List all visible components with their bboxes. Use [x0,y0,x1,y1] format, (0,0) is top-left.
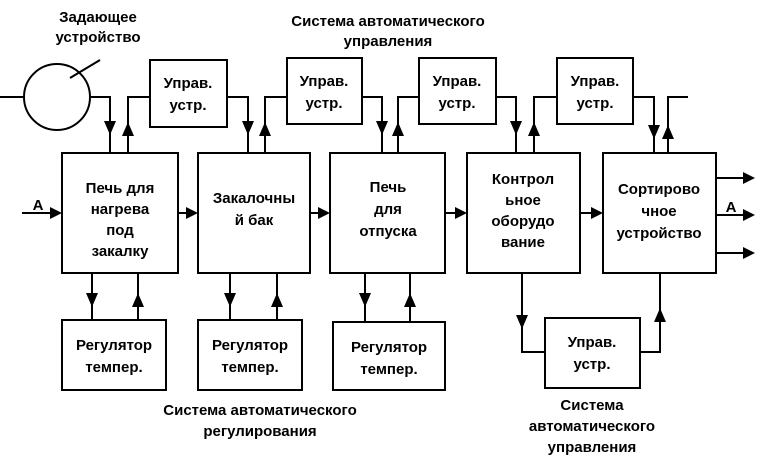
block-label: закалку [92,243,149,260]
control-device-label: устр. [439,95,476,112]
block-label: устройство [616,225,701,242]
auto-control-bottom-2: автоматического [529,418,655,435]
block-label: Печь [370,179,407,196]
control-device-2: Управ. устр. [286,57,363,125]
regulator-1: Регулятор темпер. [61,319,167,391]
regulator-label: темпер. [221,359,278,376]
master-device-label-1: Задающее [59,9,137,26]
control-device-label: устр. [574,356,611,373]
auto-control-top-2: управления [344,33,433,50]
block-label: отпуска [359,223,417,240]
block-label: Закалочны [213,190,295,207]
control-device-label: Управ. [300,73,349,90]
block-label: чное [641,203,676,220]
bottom-connections [86,273,666,353]
block-label: под [106,222,134,239]
flow-arrows [22,172,755,259]
block-label: ьное [505,192,541,209]
control-device-label: Управ. [571,73,620,90]
main-block-quench-tank: Закалочны й бак [197,152,311,274]
block-label: вание [501,234,545,251]
control-device-label: Управ. [433,73,482,90]
input-label-a: А [33,197,44,214]
block-label: й бак [235,212,274,229]
regulator-2: Регулятор темпер. [197,319,303,391]
control-device-label: Управ. [568,334,617,351]
master-device [0,59,101,131]
block-label: Печь для [86,180,155,197]
control-device-label: устр. [306,95,343,112]
block-label: оборудо [491,213,554,230]
auto-regulation-2: регулирования [203,423,316,440]
regulator-label: Регулятор [76,337,152,354]
regulator-label: Регулятор [212,337,288,354]
control-device-4: Управ. устр. [556,57,634,125]
regulator-3: Регулятор темпер. [332,321,446,391]
regulator-label: темпер. [85,359,142,376]
control-device-label: Управ. [164,75,213,92]
auto-regulation-1: Система автоматического [163,402,356,419]
output-label-a: А [726,199,737,216]
regulator-label: темпер. [360,361,417,378]
auto-control-bottom-1: Система [560,397,624,414]
control-device-label: устр. [577,95,614,112]
auto-control-top-1: Система автоматического [291,13,484,30]
regulator-label: Регулятор [351,339,427,356]
control-device-1: Управ. устр. [149,59,228,128]
master-device-label-2: устройство [55,29,140,46]
main-block-furnace-hardening: Печь для нагрева под закалку [61,152,179,274]
block-label: для [374,201,402,218]
auto-control-bottom-3: управления [548,439,637,456]
block-label: Контрол [492,171,554,188]
main-block-tempering-furnace: Печь для отпуска [329,152,446,274]
control-device-5: Управ. устр. [544,317,641,389]
control-device-label: устр. [170,97,207,114]
control-device-3: Управ. устр. [418,57,497,125]
block-label: Сортирово [618,181,700,198]
main-block-sorting: Сортирово чное устройство [602,152,717,274]
top-connections [90,96,688,153]
block-label: нагрева [91,201,150,218]
main-block-inspection: Контрол ьное оборудо вание [466,152,581,274]
